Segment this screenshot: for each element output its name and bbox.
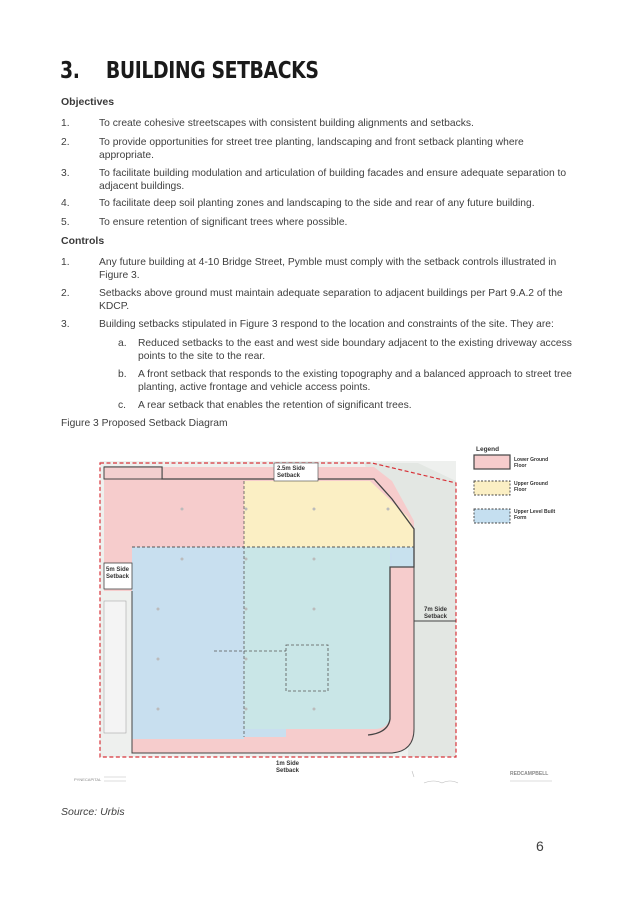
footer-logo-left: PYNECAPITAL (74, 777, 102, 782)
objectives-title: Objectives (61, 96, 115, 108)
legend-label-lower-ground-2: Floor (514, 463, 527, 469)
upper-ground-floor-zone (244, 481, 414, 567)
control-item-3: 3.Building setbacks stipulated in Figure… (61, 319, 554, 330)
legend-title: Legend (476, 446, 499, 453)
northwest-corner (103, 466, 163, 480)
legend-label-lower-ground-1: Lower Ground (514, 457, 548, 463)
left-setback-box (103, 562, 133, 590)
west-driveway (103, 600, 127, 734)
control-item-2: 2.Setbacks above ground must maintain ad… (61, 288, 563, 312)
lower-outline (131, 567, 415, 754)
objective-item-3: 3.To facilitate building modulation and … (61, 168, 567, 192)
legend-label-upper-level-2: Form (514, 515, 527, 521)
setback-diagram: 2.5m Side Setback 5m Side Setback 7m Sid… (74, 446, 555, 784)
left-setback-label-2: Setback (106, 574, 130, 580)
section-title: BUILDING SETBACKS (105, 58, 319, 84)
right-setback-label-1: 7m Side (424, 607, 448, 613)
controls-title: Controls (61, 235, 105, 247)
legend-swatch-upper-level (473, 508, 511, 524)
legend-label-upper-ground-1: Upper Ground (514, 481, 548, 487)
objective-item-2: 2.To provide opportunities for street tr… (61, 137, 524, 161)
control-item-1: 1.Any future building at 4-10 Bridge Str… (61, 257, 557, 281)
right-setback-label-2: Setback (424, 614, 448, 620)
courtyard-outline (285, 644, 329, 692)
control-subitem-b: b.A front setback that responds to the e… (118, 369, 572, 393)
top-setback-label-1: 2.5m Side (277, 466, 306, 472)
site-boundary (99, 462, 457, 758)
site-markers (156, 507, 390, 711)
section-number: 3. (60, 58, 80, 84)
bottom-setback-label-1: 1m Side (276, 761, 300, 767)
top-setback-box (273, 462, 319, 482)
figure-caption: Figure 3 Proposed Setback Diagram (61, 418, 228, 429)
page-number: 6 (536, 838, 544, 854)
bottom-setback-label-2: Setback (276, 768, 300, 774)
legend-label-upper-ground-2: Floor (514, 487, 527, 493)
section-heading: 3. BUILDING SETBACKS (60, 58, 319, 84)
building-outline (104, 466, 415, 736)
upper-level-built-form-east (244, 547, 390, 729)
top-setback-label-2: Setback (277, 473, 301, 479)
legend-label-upper-level-1: Upper Level Built (514, 509, 555, 515)
control-subitem-c: c.A rear setback that enables the retent… (118, 400, 412, 411)
objective-item-1: 1.To create cohesive streetscapes with c… (61, 118, 474, 129)
footer-logo-right: REDCAMPBELL (510, 771, 548, 777)
legend-swatch-upper-ground (473, 480, 511, 496)
control-subitem-a: a.Reduced setbacks to the east and west … (118, 338, 572, 362)
objective-item-5: 5.To ensure retention of significant tre… (61, 217, 348, 228)
footer-scale-marks (411, 770, 459, 784)
left-setback-label-1: 5m Side (106, 567, 130, 573)
figure-source: Source: Urbis (61, 806, 125, 818)
objective-item-4: 4.To facilitate deep soil planting zones… (61, 198, 535, 209)
legend-swatch-lower-ground (473, 454, 511, 470)
